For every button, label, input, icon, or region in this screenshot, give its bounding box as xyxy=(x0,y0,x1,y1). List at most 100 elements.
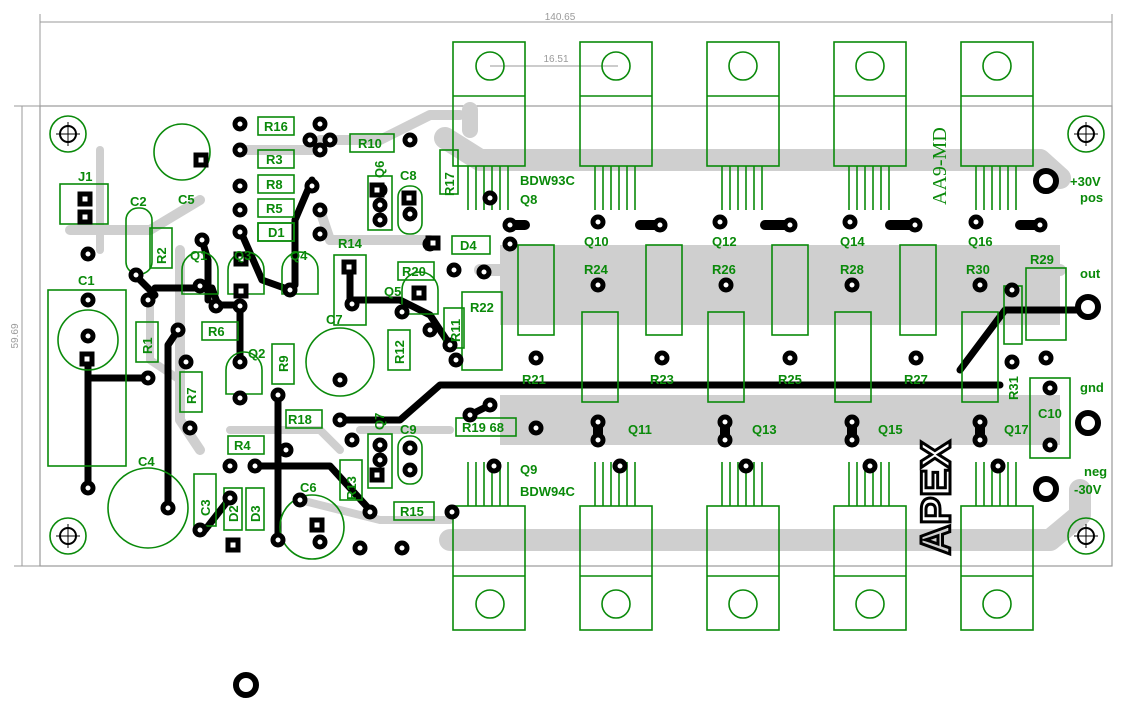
dimension-annotations xyxy=(14,14,1113,567)
label-r11: R11 xyxy=(448,319,463,342)
through-hole-pad xyxy=(344,432,360,448)
through-hole-pad xyxy=(422,322,438,338)
label-r19: R19 68 xyxy=(462,420,504,435)
label-r26: R26 xyxy=(712,262,736,277)
transistor-q9 xyxy=(452,505,526,631)
label-q14: Q14 xyxy=(840,234,865,249)
through-hole-pad xyxy=(972,432,988,448)
label-d4: D4 xyxy=(460,238,477,253)
height-dimension: 59.69 xyxy=(10,323,21,348)
label-r29: R29 xyxy=(1030,252,1054,267)
label-r1: R1 xyxy=(140,337,155,354)
through-hole-pad xyxy=(1004,282,1020,298)
through-hole-pad xyxy=(208,298,224,314)
through-hole-pad xyxy=(394,540,410,556)
through-hole-pad xyxy=(718,277,734,293)
through-hole-pad xyxy=(486,458,502,474)
label-q17: Q17 xyxy=(1004,422,1029,437)
label-out: out xyxy=(1080,266,1101,281)
label-r15: R15 xyxy=(400,504,424,519)
label-r22: R22 xyxy=(470,300,494,315)
label-r30: R30 xyxy=(966,262,990,277)
through-hole-pad xyxy=(182,420,198,436)
label-q9: Q9 xyxy=(520,462,537,477)
through-hole-pad xyxy=(232,142,248,158)
through-hole-pad xyxy=(247,458,263,474)
label-r24: R24 xyxy=(584,262,609,277)
label-r14: R14 xyxy=(338,236,363,251)
label-r12: R12 xyxy=(392,340,407,364)
label-r10: R10 xyxy=(358,136,382,151)
label-c9: C9 xyxy=(400,422,417,437)
label-r27: R27 xyxy=(904,372,928,387)
label-r8: R8 xyxy=(266,177,283,192)
through-hole-pad xyxy=(462,407,478,423)
connector-labels: +30V pos out gnd neg -30V xyxy=(1070,174,1107,497)
through-hole-pad xyxy=(344,296,360,312)
through-hole-pad xyxy=(232,116,248,132)
label-j1: J1 xyxy=(78,169,92,184)
label-c3: C3 xyxy=(198,499,213,516)
through-hole-pad xyxy=(442,337,458,353)
through-hole-pad xyxy=(194,232,210,248)
through-hole-pad xyxy=(292,492,308,508)
transistor-q8 xyxy=(452,41,526,167)
label-r23: R23 xyxy=(650,372,674,387)
through-hole-pad xyxy=(590,432,606,448)
transistor-q10 xyxy=(579,41,653,167)
through-hole-pad xyxy=(372,452,388,468)
label-r5: R5 xyxy=(266,201,283,216)
through-hole-pad xyxy=(362,504,378,520)
through-hole-pad xyxy=(312,116,328,132)
label-d1: D1 xyxy=(268,225,285,240)
through-hole-pad xyxy=(844,277,860,293)
through-hole-pad xyxy=(972,277,988,293)
label-q1: Q1 xyxy=(190,248,207,263)
label-r7: R7 xyxy=(184,387,199,404)
label-r18: R18 xyxy=(288,412,312,427)
label-r31: R31 xyxy=(1006,376,1021,400)
through-hole-pad xyxy=(738,458,754,474)
label-bdw93c: BDW93C xyxy=(520,173,576,188)
through-hole-pad xyxy=(160,500,176,516)
pos-terminal xyxy=(1033,168,1059,194)
label-q15: Q15 xyxy=(878,422,903,437)
through-hole-pad xyxy=(968,214,984,230)
through-hole-pad xyxy=(332,372,348,388)
label-q4: Q4 xyxy=(290,248,308,263)
mounting-hole-br xyxy=(1067,517,1105,555)
through-hole-pad xyxy=(232,298,248,314)
through-hole-pad xyxy=(908,350,924,366)
mounting-hole-tr xyxy=(1067,115,1105,153)
label-q3: Q3 xyxy=(234,248,251,263)
neg-terminal xyxy=(1033,476,1059,502)
label-q11: Q11 xyxy=(628,422,652,437)
through-hole-pad xyxy=(590,214,606,230)
label-c7: C7 xyxy=(326,312,343,327)
through-hole-pad xyxy=(590,277,606,293)
spacing-dimension: 16.51 xyxy=(543,54,568,65)
label-r2: R2 xyxy=(154,247,169,264)
through-hole-pad xyxy=(444,504,460,520)
label-q8: Q8 xyxy=(520,192,537,207)
through-hole-pad xyxy=(312,534,328,550)
label-r9: R9 xyxy=(276,355,291,372)
out-terminal xyxy=(1075,294,1101,320)
component-labels: J1 C1 C2 C5 C4 C6 C7 C8 C9 C10 C3 D2 D3 … xyxy=(78,119,1062,522)
through-hole-pad xyxy=(717,432,733,448)
through-hole-pad xyxy=(322,132,338,148)
through-hole-pad xyxy=(502,236,518,252)
transistor-q12 xyxy=(706,41,780,167)
through-hole-pad xyxy=(80,246,96,262)
through-hole-pad xyxy=(232,202,248,218)
label-q12: Q12 xyxy=(712,234,737,249)
through-hole-pad xyxy=(222,458,238,474)
label-q5: Q5 xyxy=(384,284,401,299)
gnd-terminal xyxy=(1075,410,1101,436)
through-hole-pad xyxy=(80,328,96,344)
through-hole-pad xyxy=(448,352,464,368)
mounting-hole-tl xyxy=(49,115,87,153)
label-q2: Q2 xyxy=(248,346,265,361)
through-hole-pad xyxy=(140,292,156,308)
through-hole-pad xyxy=(222,490,238,506)
